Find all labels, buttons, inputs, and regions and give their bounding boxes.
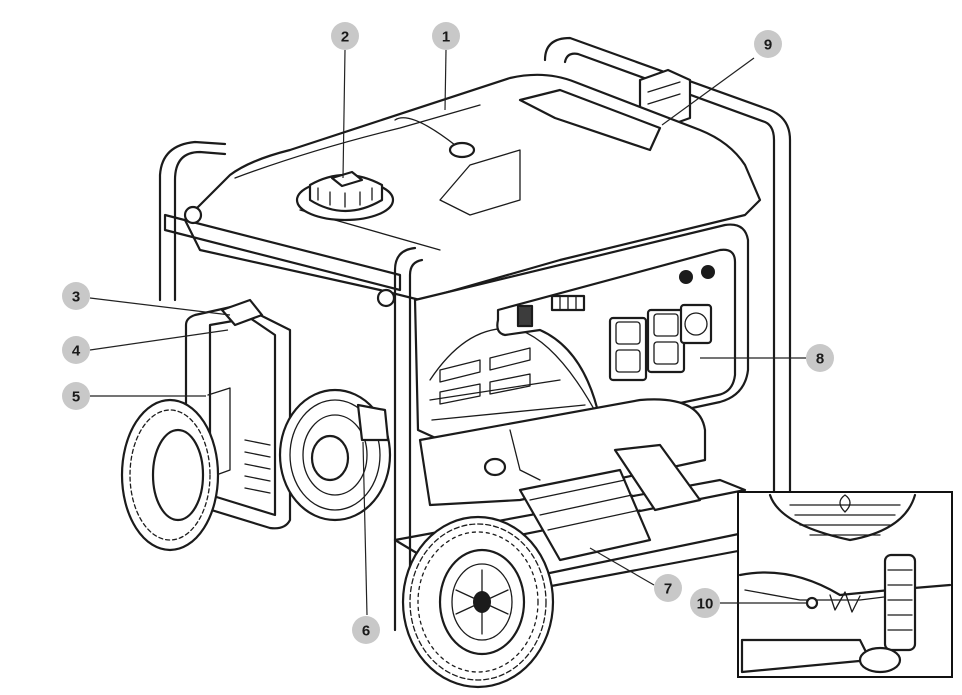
svg-text:9: 9 (764, 37, 772, 54)
svg-text:1: 1 (442, 29, 450, 46)
callout-2: 2 (331, 22, 359, 50)
fuel-tank (183, 73, 762, 302)
front-frame (158, 140, 424, 632)
leader-9 (661, 57, 755, 126)
rear-wheel (120, 398, 220, 552)
leader-1 (444, 49, 447, 111)
control-panel (496, 248, 737, 422)
callout-1: 1 (432, 22, 460, 50)
leader-4 (89, 329, 229, 351)
svg-text:7: 7 (664, 581, 672, 598)
callout-4: 4 (62, 336, 90, 364)
svg-text:2: 2 (341, 29, 349, 46)
leader-2 (342, 49, 346, 179)
outlet-group (608, 303, 713, 382)
detail-inset (737, 491, 953, 678)
leader-6 (362, 441, 368, 616)
callout-7: 7 (654, 574, 682, 602)
svg-text:8: 8 (816, 351, 824, 368)
svg-text:5: 5 (72, 389, 80, 406)
front-wheel (401, 515, 555, 689)
leader-lines (89, 49, 808, 616)
svg-text:10: 10 (697, 596, 714, 613)
leader-7 (589, 547, 655, 586)
fuel-cap (295, 141, 476, 222)
callout-5: 5 (62, 382, 90, 410)
svg-text:6: 6 (362, 623, 370, 640)
callout-9: 9 (754, 30, 782, 58)
leader-3 (89, 297, 231, 316)
callout-8: 8 (806, 344, 834, 372)
svg-text:4: 4 (72, 343, 81, 360)
callout-10: 10 (690, 588, 720, 618)
callout-3: 3 (62, 282, 90, 310)
callout-6: 6 (352, 616, 380, 644)
svg-text:3: 3 (72, 289, 80, 306)
base-frame (393, 443, 747, 562)
recoil-starter (278, 388, 392, 522)
